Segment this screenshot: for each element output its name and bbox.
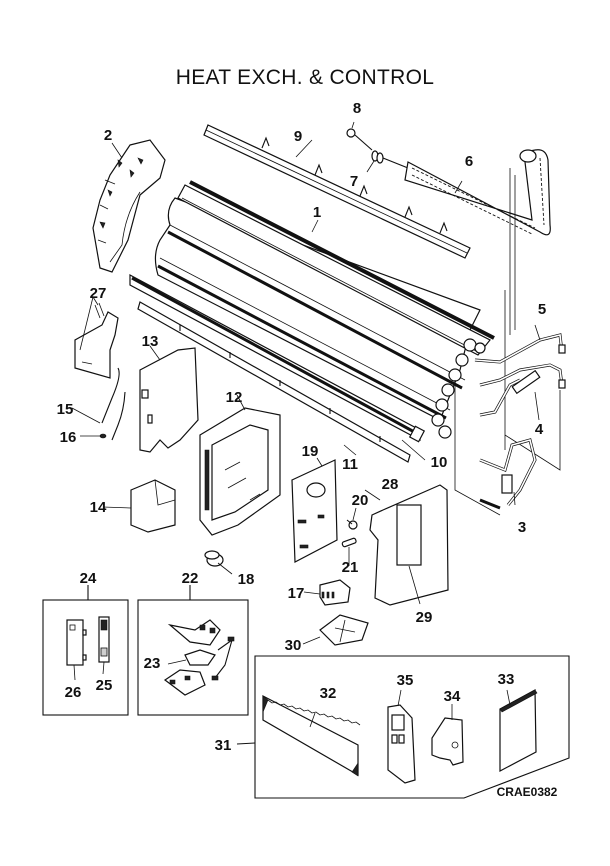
part-2-side-bracket	[92, 139, 166, 273]
part-13-control-plate	[139, 347, 199, 453]
part-17-terminal-block	[319, 579, 351, 606]
callout-5: 5	[538, 301, 546, 318]
leader-lines	[71, 121, 541, 728]
kit-24-box	[42, 585, 129, 716]
callout-21: 21	[342, 559, 359, 576]
callout-29: 29	[416, 609, 433, 626]
callout-12: 12	[226, 389, 243, 406]
callout-17: 17	[288, 585, 305, 602]
part-21-fuse	[341, 537, 357, 548]
callout-16: 16	[60, 429, 77, 446]
part-8-nut	[346, 128, 373, 151]
part-11-lower-bar	[137, 301, 411, 463]
part-20-fuse-clip	[346, 519, 358, 530]
part-34-remote-holder	[431, 717, 464, 766]
part-23-sensor-plate	[184, 649, 216, 666]
part-6-insulated-pipe	[404, 149, 551, 236]
part-19-main-pcb	[291, 459, 338, 563]
callout-23: 23	[144, 655, 161, 672]
reference-code: CRAE0382	[497, 785, 558, 799]
part-10-filter-rail	[129, 273, 426, 443]
callout-28: 28	[382, 476, 399, 493]
kit-22-box	[137, 585, 249, 716]
part-9-upper-rail	[203, 124, 471, 259]
part-1-return-bends	[431, 338, 486, 439]
part-15-wire	[101, 367, 120, 424]
diagram-title: HEAT EXCH. & CONTROL	[176, 66, 434, 89]
part-27-sensor-bracket	[74, 302, 119, 379]
part-14-terminal-box	[130, 479, 176, 533]
part-22-sensor-assembly	[167, 619, 235, 681]
callout-7: 7	[350, 173, 358, 190]
part-26-panel	[66, 619, 87, 666]
callout-35: 35	[397, 672, 414, 689]
callout-14: 14	[90, 499, 107, 516]
part-25-button-board	[98, 616, 110, 663]
part-7-pipe-sensor	[371, 150, 409, 169]
callout-15: 15	[57, 401, 74, 418]
callout-24: 24	[80, 570, 97, 587]
kit-31-accessory-box	[236, 655, 570, 799]
callout-19: 19	[302, 443, 319, 460]
callout-4: 4	[535, 421, 544, 438]
callout-11: 11	[342, 456, 358, 473]
part-18-ferrite-core	[204, 550, 224, 567]
callout-8: 8	[353, 100, 361, 117]
callout-32: 32	[320, 685, 337, 702]
part-30-terminal-cover	[319, 614, 369, 646]
part-1-heat-exchanger	[154, 180, 495, 439]
callout-18: 18	[238, 571, 255, 588]
callout-27: 27	[90, 285, 107, 302]
callout-22: 22	[182, 570, 199, 587]
part-12-electrical-frame	[199, 407, 281, 536]
part-33-manual	[499, 689, 538, 772]
callout-34: 34	[444, 688, 461, 705]
part-35-remote-control	[387, 704, 416, 784]
callout-10: 10	[431, 454, 448, 471]
part-4-pipe-assembly	[479, 363, 566, 417]
callout-9: 9	[294, 128, 302, 145]
callout-1: 1	[313, 204, 321, 221]
part-29-label	[396, 504, 422, 566]
callout-2: 2	[104, 127, 112, 144]
callout-26: 26	[65, 684, 82, 701]
callout-31: 31	[215, 737, 232, 754]
callout-3: 3	[518, 519, 526, 536]
part-3-pipe-strainer	[479, 438, 537, 510]
guide-lines-right	[454, 168, 561, 516]
callout-30: 30	[285, 637, 302, 654]
callout-labels: 1 2 3 4 5 6 7 8 9 10 11 12 13 14 15 16 1…	[57, 100, 547, 754]
callout-25: 25	[96, 677, 113, 694]
callout-20: 20	[352, 492, 369, 509]
part-16-thermistor	[99, 391, 126, 441]
part-32-filter-strip	[262, 695, 361, 777]
callout-6: 6	[465, 153, 473, 170]
part-22-sensor-base	[163, 669, 206, 696]
callout-13: 13	[142, 333, 159, 350]
callout-33: 33	[498, 671, 515, 688]
